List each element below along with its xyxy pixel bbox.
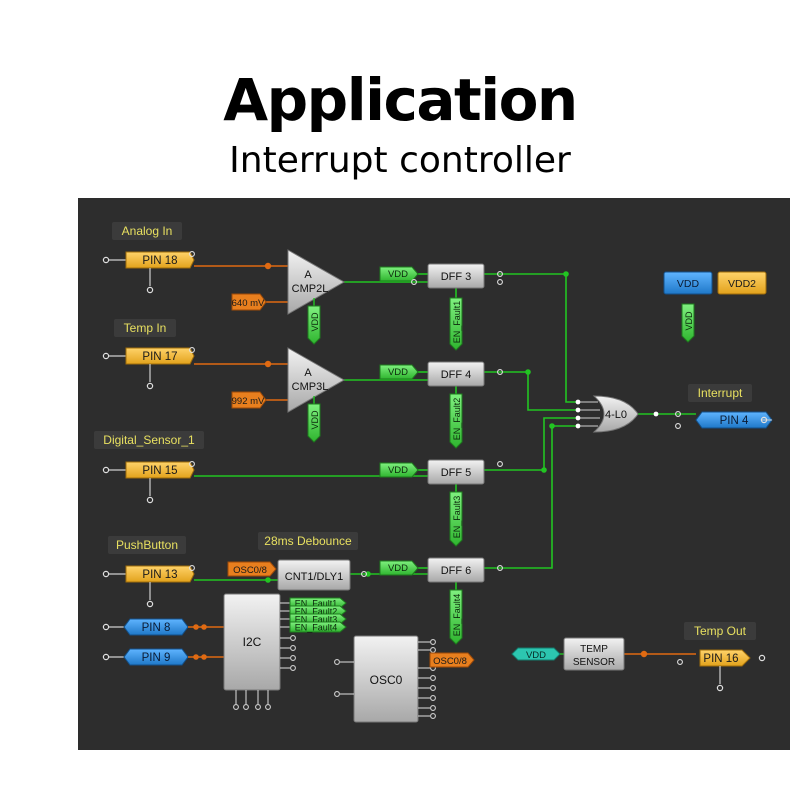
- en-fault1-tag[interactable]: EN_Fault1: [449, 297, 463, 351]
- page-subtitle: Interrupt controller: [229, 140, 571, 181]
- cmp2-vdd: VDD: [310, 312, 320, 332]
- dff3-label: DFF 3: [441, 271, 472, 283]
- i2c-en-fault1: EN_Fault1: [295, 599, 338, 609]
- cmp2-a: A: [304, 269, 312, 281]
- label-digital-sensor: Digital_Sensor_1: [103, 433, 195, 447]
- vdd-vertical-tag[interactable]: VDD: [681, 303, 695, 343]
- i2c-label: I2C: [243, 635, 262, 649]
- label-analog-in: Analog In: [122, 224, 173, 238]
- i2c-en-fault2: EN_Fault2: [295, 607, 338, 617]
- ref-992mv-tag[interactable]: 992 mV: [231, 391, 267, 409]
- label-debounce: 28ms Debounce: [264, 534, 352, 548]
- pin8[interactable]: PIN 8: [102, 618, 224, 636]
- comparator-cmp2l[interactable]: A CMP2L: [287, 249, 346, 315]
- en-fault3-tag[interactable]: EN_Fault3: [449, 491, 463, 547]
- pin9-label: PIN 9: [142, 652, 171, 664]
- page-title: Application: [223, 66, 578, 134]
- pin16[interactable]: PIN 16: [677, 649, 766, 692]
- osc08-input-tag[interactable]: OSC0/8: [227, 561, 277, 577]
- en-fault4-tag[interactable]: EN_Fault4: [449, 589, 463, 645]
- temp-vdd: VDD: [526, 650, 546, 661]
- vdd-blue-label: VDD: [677, 278, 700, 290]
- pin15[interactable]: PIN 15: [102, 461, 195, 504]
- schematic-canvas[interactable]: Analog In Temp In Digital_Sensor_1 PushB…: [78, 198, 790, 750]
- osc08-output-tag[interactable]: OSC0/8: [429, 652, 475, 668]
- cmp2-name: CMP2L: [292, 283, 329, 295]
- osc0-block[interactable]: OSC0: [334, 635, 436, 723]
- dff3[interactable]: VDD DFF 3: [379, 263, 503, 289]
- en-fault2-tag[interactable]: EN_Fault2: [449, 393, 463, 449]
- label-pushbutton: PushButton: [116, 538, 178, 552]
- or-gate-4l0[interactable]: 4-L0: [575, 395, 659, 433]
- i2c-en-fault4: EN_Fault4: [295, 623, 338, 633]
- net-labels: Analog In Temp In Digital_Sensor_1 PushB…: [94, 222, 756, 640]
- en-fault2-v: EN_Fault2: [452, 398, 462, 441]
- pin18[interactable]: PIN 18: [102, 251, 195, 294]
- pin13[interactable]: PIN 13: [102, 565, 195, 608]
- dff6-vdd-tag[interactable]: VDD: [379, 560, 419, 576]
- osc-label: OSC0: [370, 673, 403, 687]
- pin4-label: PIN 4: [720, 415, 749, 427]
- i2c-en-fault4-tag[interactable]: EN_Fault4: [289, 621, 347, 633]
- dff6[interactable]: VDD DFF 6: [379, 557, 503, 583]
- en-fault3-v: EN_Fault3: [452, 496, 462, 539]
- cmp3-vdd: VDD: [310, 410, 320, 430]
- dff4-label: DFF 4: [441, 369, 472, 381]
- label-temp-out: Temp Out: [694, 624, 747, 638]
- dff3-vdd-tag[interactable]: VDD: [379, 266, 419, 282]
- vdd-tag-teal[interactable]: VDD: [511, 647, 561, 661]
- pin17-label: PIN 17: [142, 351, 177, 363]
- cmp2-vdd-tag[interactable]: VDD: [307, 298, 321, 345]
- cmp3-vdd-tag[interactable]: VDD: [307, 396, 321, 443]
- dff4-vdd-tag[interactable]: VDD: [379, 364, 419, 380]
- vdd-button-blue[interactable]: VDD: [663, 271, 713, 295]
- label-temp-in: Temp In: [124, 321, 167, 335]
- cnt1-dly1[interactable]: CNT1/DLY1: [277, 559, 367, 591]
- dff3-vdd: VDD: [388, 269, 408, 280]
- temp-sensor-line1: TEMP: [580, 644, 608, 655]
- i2c-fault-tags: EN_Fault1 EN_Fault2 EN_Fault3 EN_Fault4: [289, 597, 347, 633]
- osc08-input: OSC0/8: [233, 565, 267, 576]
- pin8-label: PIN 8: [142, 622, 171, 634]
- temp-sensor-line2: SENSOR: [573, 657, 615, 668]
- pin13-label: PIN 13: [142, 569, 177, 581]
- ref-992mv: 992 mV: [232, 396, 265, 407]
- vdd2-label: VDD2: [728, 278, 756, 290]
- i2c-en-fault3: EN_Fault3: [295, 615, 338, 625]
- en-fault4-v: EN_Fault4: [452, 594, 462, 637]
- ref-640mv: 640 mV: [232, 298, 265, 309]
- en-fault1-v: EN_Fault1: [452, 301, 462, 344]
- pin9[interactable]: PIN 9: [102, 648, 224, 666]
- pin16-label: PIN 16: [703, 653, 738, 665]
- dff6-vdd: VDD: [388, 563, 408, 574]
- junction-dots: [193, 262, 648, 660]
- pin17[interactable]: PIN 17: [102, 347, 195, 390]
- label-interrupt: Interrupt: [698, 386, 743, 400]
- osc08-output: OSC0/8: [433, 656, 467, 667]
- dff5-vdd-tag[interactable]: VDD: [379, 462, 419, 478]
- comparator-cmp3l[interactable]: A CMP3L: [287, 347, 346, 413]
- dff5-vdd: VDD: [388, 465, 408, 476]
- cnt-label: CNT1/DLY1: [285, 571, 343, 583]
- cmp3-name: CMP3L: [292, 381, 329, 393]
- ref-640mv-tag[interactable]: 640 mV: [231, 293, 267, 311]
- pin18-label: PIN 18: [142, 255, 177, 267]
- vdd2-button-orange[interactable]: VDD2: [717, 271, 767, 295]
- dff4-vdd: VDD: [388, 367, 408, 378]
- temp-sensor-block[interactable]: TEMP SENSOR: [563, 637, 625, 671]
- pin15-label: PIN 15: [142, 465, 177, 477]
- vdd-vertical: VDD: [684, 311, 694, 331]
- dff5[interactable]: VDD DFF 5: [379, 459, 503, 485]
- pin4[interactable]: PIN 4: [675, 411, 773, 429]
- dff4[interactable]: VDD DFF 4: [379, 361, 503, 387]
- cmp3-a: A: [304, 367, 312, 379]
- dff6-label: DFF 6: [441, 565, 472, 577]
- or-gate-label: 4-L0: [605, 409, 627, 421]
- dff5-label: DFF 5: [441, 467, 472, 479]
- i2c-block[interactable]: I2C: [223, 593, 296, 710]
